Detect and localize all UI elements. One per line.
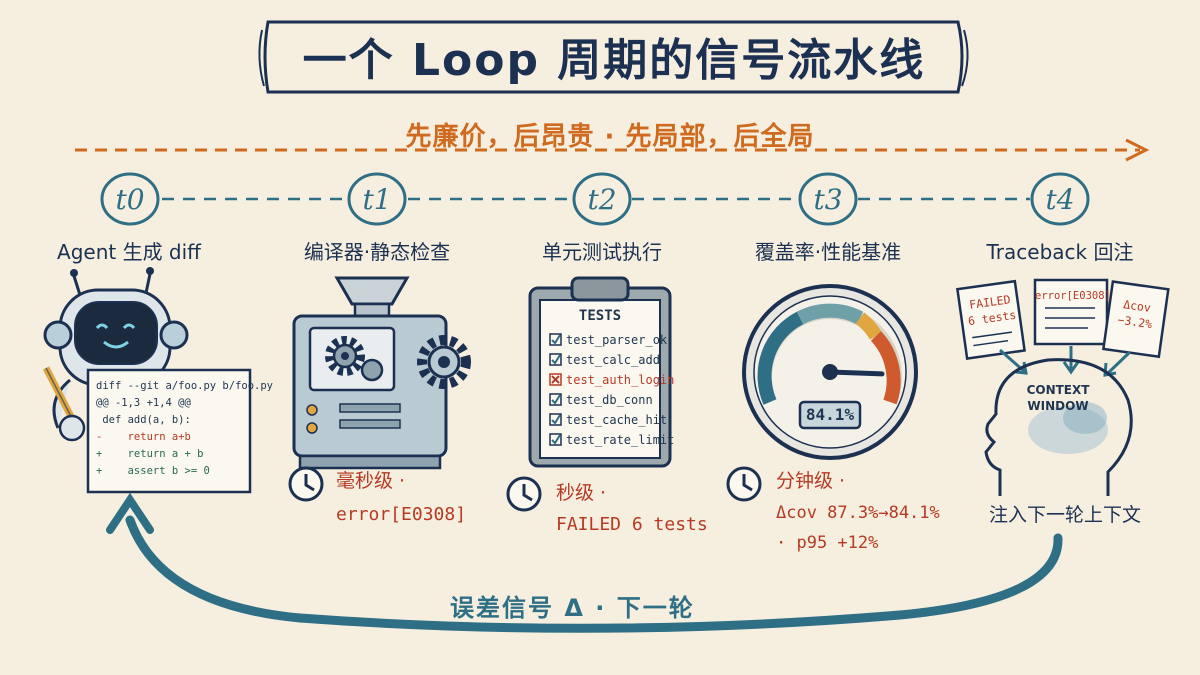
test-item: test_db_conn [566, 393, 653, 407]
test-pass-mark [551, 414, 561, 425]
test-item: test_cache_hit [566, 413, 668, 427]
diff-sheet [86, 368, 252, 494]
context-window-line2: WINDOW [1027, 399, 1089, 413]
context-window-line1: CONTEXT [1026, 383, 1090, 397]
tests-note-failed: FAILED 6 tests [556, 514, 708, 535]
stage-title-t4: Traceback 回注 [986, 240, 1134, 264]
test-fail-mark [551, 375, 560, 384]
test-list: test_parser_ok test_calc_add test_auth_l… [566, 330, 674, 450]
coverage-note-latency: 分钟级 · [776, 470, 846, 492]
context-window-label: CONTEXT WINDOW [1010, 382, 1106, 414]
stage-title-t2: 单元测试执行 [542, 240, 662, 264]
clock-icons [288, 466, 762, 512]
test-checkbox [549, 333, 562, 346]
page-subtitle: 先廉价，后昂贵 · 先局部，后全局 [405, 122, 815, 152]
stage-time-t3: t3 [813, 182, 843, 216]
compiler-note-latency: 毫秒级 · [336, 470, 406, 492]
inject-label: 注入下一轮上下文 [988, 504, 1141, 526]
test-item: test_rate_limit [566, 433, 675, 447]
stage-time-t2: t2 [587, 182, 617, 216]
feedback-cards [955, 278, 1170, 360]
progress-arrow [75, 138, 1150, 162]
card-error: error[E0308] [1035, 288, 1111, 304]
tests-note-latency: 秒级 · [556, 482, 607, 504]
coverage-note-delta: Δcov 87.3%→84.1% [776, 503, 940, 523]
test-pass-mark [551, 394, 561, 405]
diff-line: def add(a, b): [96, 414, 191, 426]
diff-line-added: + return a + b [96, 448, 204, 460]
test-pass-mark [551, 354, 561, 365]
test-checkboxes [549, 333, 562, 446]
test-item-failed: test_auth_login [566, 373, 675, 387]
gauge-readout: 84.1% [805, 405, 855, 424]
test-pass-mark [551, 434, 561, 445]
stage-time-t4: t4 [1045, 182, 1075, 216]
stage-title-t0: Agent 生成 diff [57, 240, 201, 264]
gauge-icon [742, 284, 918, 460]
time-circles [100, 172, 1090, 226]
test-item: test_parser_ok [566, 333, 668, 347]
feedback-loop-arrow [106, 492, 1063, 633]
compiler-note-error: error[E0308] [336, 504, 467, 525]
stage-title-t3: 覆盖率·性能基准 [754, 240, 902, 264]
compiler-machine-icon [292, 276, 471, 470]
diff-line: diff --git a/foo.py b/foo.py [96, 380, 274, 392]
test-checkbox [549, 353, 562, 366]
stage-time-t1: t1 [362, 182, 392, 216]
test-checkbox [549, 393, 562, 406]
title-frame [258, 20, 969, 94]
test-item: test_calc_add [566, 353, 660, 367]
stage-title-t1: 编译器·静态检查 [303, 240, 451, 264]
feedback-label: 误差信号 Δ · 下一轮 [450, 594, 695, 622]
diff-code: diff --git a/foo.py b/foo.py @@ -1,3 +1,… [96, 378, 274, 480]
tests-header: TESTS [578, 308, 622, 324]
stage-time-t0: t0 [115, 182, 145, 216]
diff-line-added: + assert b >= 0 [96, 465, 210, 477]
diff-line: @@ -1,3 +1,4 @@ [96, 397, 191, 409]
test-checkbox [549, 413, 562, 426]
diff-line-removed: - return a+b [96, 431, 191, 443]
test-pass-mark [551, 334, 561, 345]
page-title: 一个 Loop 周期的信号流水线 [302, 35, 926, 86]
test-checkbox [549, 433, 562, 446]
card-error-line1: error[E0308] [1035, 290, 1111, 302]
head-icon [984, 358, 1133, 496]
coverage-note-p95: · p95 +12% [776, 533, 879, 553]
